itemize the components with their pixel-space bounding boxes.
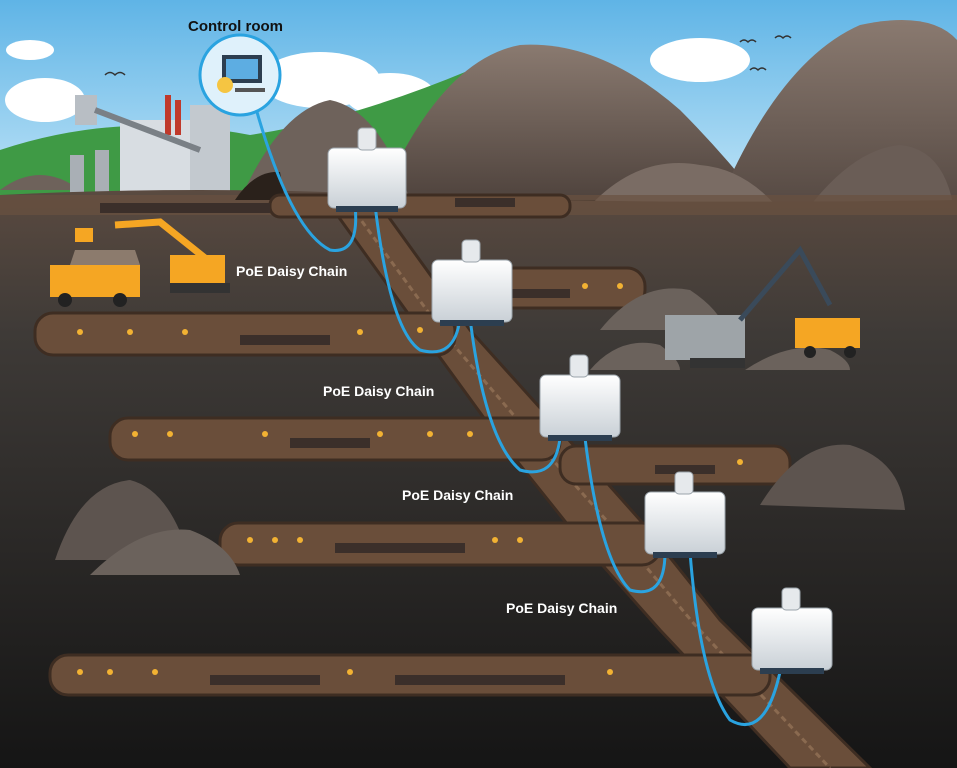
mining-shovel-icon (665, 245, 860, 368)
clouds (5, 38, 750, 122)
excavator-icon (75, 218, 230, 293)
control-room-icon (198, 33, 282, 117)
poe-cables (253, 104, 782, 726)
daisy-chain-label-1: PoE Daisy Chain (236, 263, 348, 279)
worker-icon (77, 283, 743, 675)
daisy-chain-label-4: PoE Daisy Chain (506, 600, 618, 616)
mine-entrance (235, 171, 285, 200)
mine-cart-icon (100, 198, 715, 685)
birds (104, 35, 792, 77)
dump-truck-icon (50, 250, 140, 307)
daisy-chain-label-3: PoE Daisy Chain (402, 487, 514, 503)
control-room-label: Control room (188, 18, 283, 35)
rock-piles (55, 288, 905, 575)
factory-icon (70, 95, 230, 195)
daisy-chain-label-2: PoE Daisy Chain (323, 383, 435, 399)
switch-device-icon (327, 127, 833, 674)
